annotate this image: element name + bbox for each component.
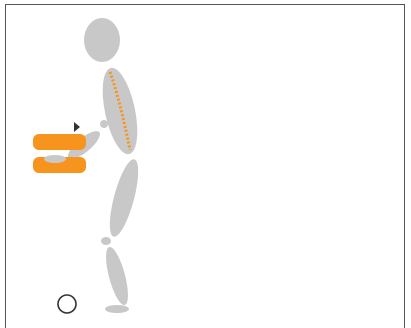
figure-head: [84, 18, 120, 62]
figure-lower-leg: [106, 246, 128, 306]
figure-hand: [44, 155, 66, 163]
elbow-joint: [100, 120, 108, 128]
knee-joint: [101, 237, 111, 245]
figure-thigh: [109, 159, 139, 237]
play-triangle-icon[interactable]: [74, 122, 80, 132]
circle-outline-icon[interactable]: [57, 294, 77, 314]
figure-foot: [105, 305, 129, 313]
box-top: [33, 134, 86, 150]
